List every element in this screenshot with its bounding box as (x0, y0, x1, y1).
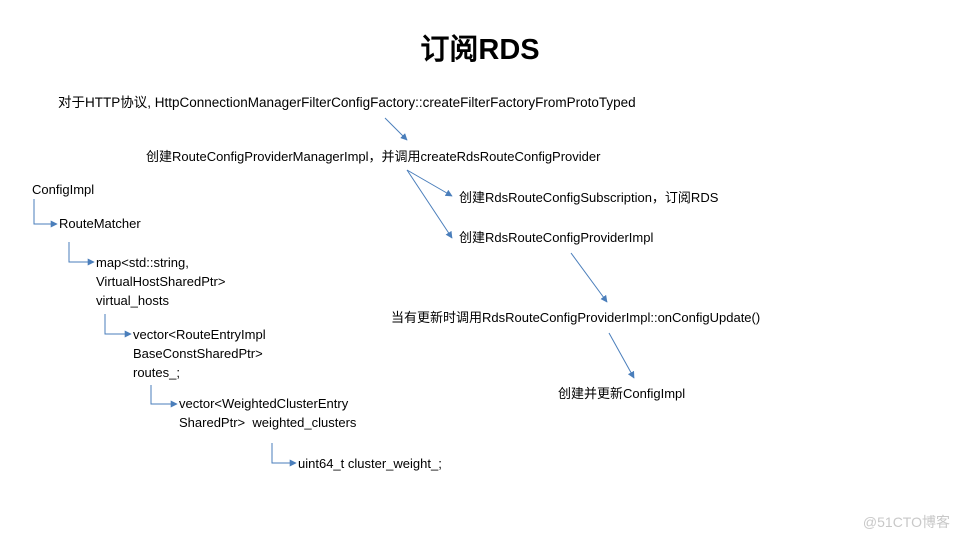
arrow-step2-to-step3b (406, 169, 453, 239)
arrow-step1-to-step2 (384, 117, 408, 141)
arrow-step3b-to-step4 (570, 252, 608, 303)
arrow-step2-to-step3a (406, 169, 453, 197)
flow-step-4: 当有更新时调用RdsRouteConfigProviderImpl::onCon… (391, 310, 761, 325)
flow-step-2: 创建RouteConfigProviderManagerImpl，并调用crea… (146, 149, 601, 164)
flow-step-5: 创建并更新ConfigImpl (558, 386, 686, 401)
tree-connector-5 (271, 443, 297, 467)
arrow-step4-to-step5 (608, 332, 635, 379)
flow-step-3a: 创建RdsRouteConfigSubscription，订阅RDS (459, 190, 719, 205)
tree-connector-4 (150, 385, 178, 408)
slide-title: 订阅RDS (420, 34, 540, 66)
tree-connector-2 (68, 242, 95, 266)
tree-node-cluster-weight: uint64_t cluster_weight_; (298, 456, 442, 471)
tree-node-routematcher: RouteMatcher (59, 216, 141, 231)
tree-node-weighted-clusters: vector<WeightedClusterEntry SharedPtr> w… (179, 396, 357, 430)
flow-step-3b: 创建RdsRouteConfigProviderImpl (459, 230, 654, 245)
tree-connector-3 (104, 314, 132, 338)
tree-node-virtual-hosts: map<std::string, VirtualHostSharedPtr> v… (96, 255, 226, 308)
tree-connector-1 (33, 199, 58, 228)
flow-step-1: 对于HTTP协议, HttpConnectionManagerFilterCon… (58, 95, 636, 110)
tree-node-routes: vector<RouteEntryImpl BaseConstSharedPtr… (133, 327, 266, 380)
watermark: @51CTO博客 (862, 514, 950, 530)
tree-node-configimpl: ConfigImpl (32, 182, 95, 197)
